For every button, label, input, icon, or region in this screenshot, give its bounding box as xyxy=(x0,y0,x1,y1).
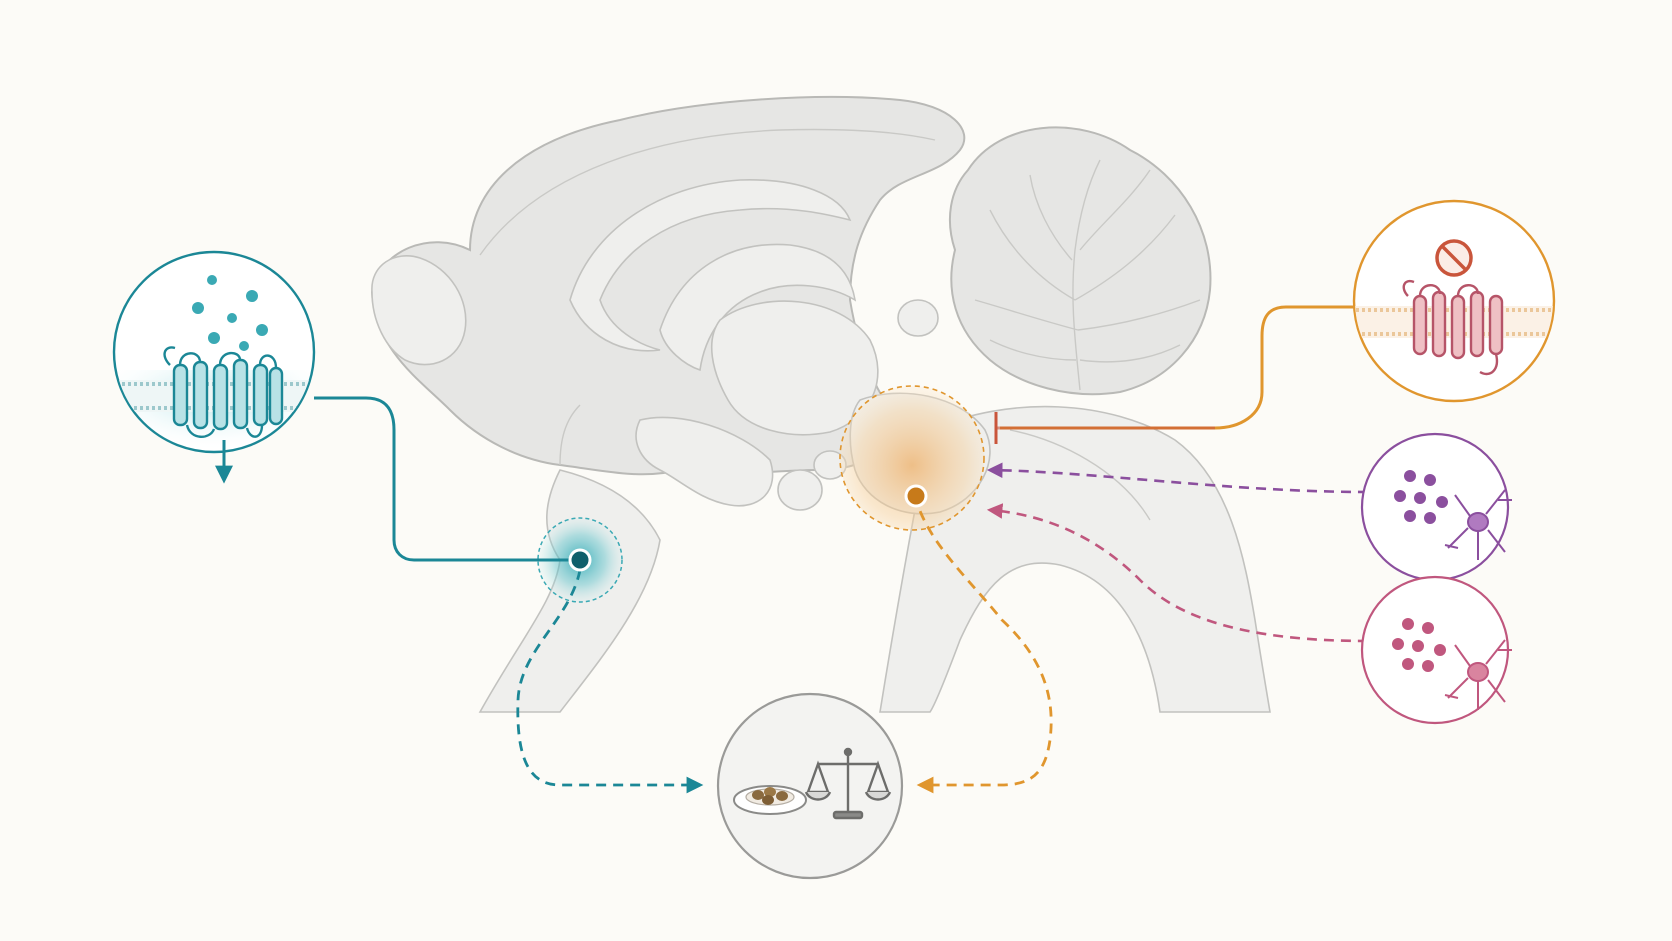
pink-cell-icon xyxy=(1444,639,1512,710)
thalamus xyxy=(710,300,879,436)
receptor-blocked-inset[interactable] xyxy=(1350,199,1560,403)
hippocampus xyxy=(659,243,857,372)
hypothalamus xyxy=(635,416,774,507)
behavior-outcome-inset[interactable] xyxy=(716,692,904,880)
purple-input-arrow xyxy=(986,462,1369,494)
teal-receptor-connector xyxy=(314,396,578,562)
teal-region-dot xyxy=(568,548,592,572)
cerebellum xyxy=(948,126,1212,396)
brain-illustration xyxy=(370,95,1271,713)
orange-inhibitory-connector xyxy=(1000,305,1355,430)
pink-molecules-icon xyxy=(1392,618,1446,672)
prohibition-icon xyxy=(1435,239,1473,277)
teal-outcome-arrow xyxy=(516,569,704,794)
pituitary-lobe xyxy=(777,469,823,511)
blocked-receptor-icon xyxy=(1402,279,1504,376)
purple-cell-input-inset[interactable] xyxy=(1360,432,1512,582)
ligand-molecules-icon xyxy=(192,275,268,351)
purple-molecules-icon xyxy=(1394,470,1448,524)
orange-outcome-arrow xyxy=(913,494,1053,794)
purple-cell-icon xyxy=(1444,489,1512,560)
balance-scale-icon xyxy=(804,747,892,820)
colliculus xyxy=(897,299,939,337)
corpus-callosum xyxy=(569,179,852,352)
orange-region-dot xyxy=(904,484,928,508)
orange-region[interactable] xyxy=(839,385,985,531)
gpcr-membrane-icon xyxy=(163,346,284,438)
olfactory-bulb xyxy=(371,255,467,366)
pink-input-arrow xyxy=(986,503,1369,643)
receptor-activation-inset[interactable] xyxy=(110,250,320,484)
pink-cell-input-inset[interactable] xyxy=(1360,575,1512,725)
orange-region-glow xyxy=(839,385,985,531)
food-plate-icon xyxy=(733,785,807,815)
